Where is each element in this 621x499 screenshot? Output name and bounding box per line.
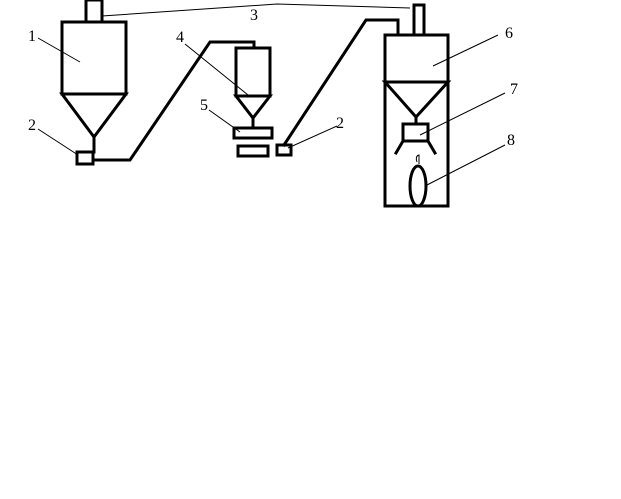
label-8: 8 — [507, 132, 515, 149]
mill-5 — [232, 126, 274, 158]
feeder-2-left — [75, 150, 95, 166]
label-2-left: 2 — [28, 117, 36, 134]
label-4: 4 — [176, 29, 184, 46]
label-1: 1 — [28, 28, 36, 45]
leader-lines — [37, 34, 506, 187]
silo-1 — [59, 0, 129, 154]
transport-pipe-left — [91, 40, 256, 162]
object-8 — [408, 154, 428, 208]
label-3: 3 — [250, 7, 258, 24]
label-5: 5 — [200, 97, 208, 114]
label-2-right: 2 — [336, 115, 344, 132]
label-7: 7 — [510, 81, 518, 98]
column-6 — [381, 3, 452, 208]
connector-line-3 — [101, 3, 411, 17]
hopper-4 — [232, 46, 274, 130]
label-6: 6 — [505, 25, 513, 42]
transport-pipe-right — [281, 18, 400, 148]
spray-nozzle-7 — [393, 122, 438, 156]
